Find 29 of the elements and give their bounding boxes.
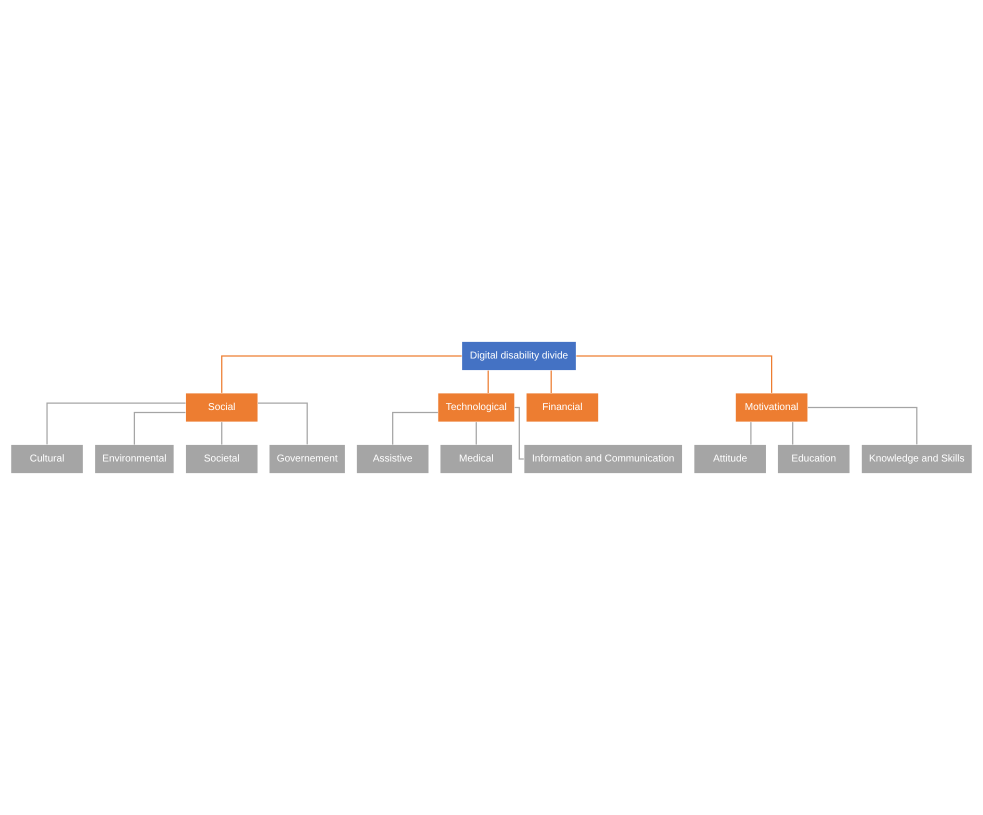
connector	[514, 406, 524, 460]
node-box: Education	[777, 444, 850, 474]
node-box: Environmental	[94, 444, 174, 474]
connector	[258, 402, 308, 444]
connector	[221, 355, 462, 393]
node-box: Motivational	[735, 392, 808, 422]
connector	[476, 422, 477, 445]
connector	[46, 402, 186, 444]
connector	[550, 370, 552, 394]
node-box: Medical	[440, 444, 513, 474]
node-box: Cultural	[10, 444, 84, 474]
node-box: Societal	[185, 444, 258, 474]
node-box: Digital disability divide	[462, 341, 576, 371]
node-box: Governement	[268, 444, 346, 474]
node-box: Knowledge and Skills	[861, 444, 972, 474]
connector	[392, 412, 438, 445]
connector	[808, 406, 918, 444]
connector	[134, 412, 186, 445]
node-box: Assistive	[356, 444, 430, 474]
connector	[488, 370, 489, 394]
connector	[576, 355, 772, 393]
node-box: Information and Communication	[524, 444, 683, 474]
node-box: Attitude	[694, 444, 767, 474]
node-box: Technological	[438, 392, 515, 422]
node-box: Financial	[526, 392, 599, 422]
connector	[792, 422, 794, 445]
connector	[750, 422, 752, 445]
node-box: Social	[185, 392, 258, 422]
connector	[221, 422, 222, 445]
